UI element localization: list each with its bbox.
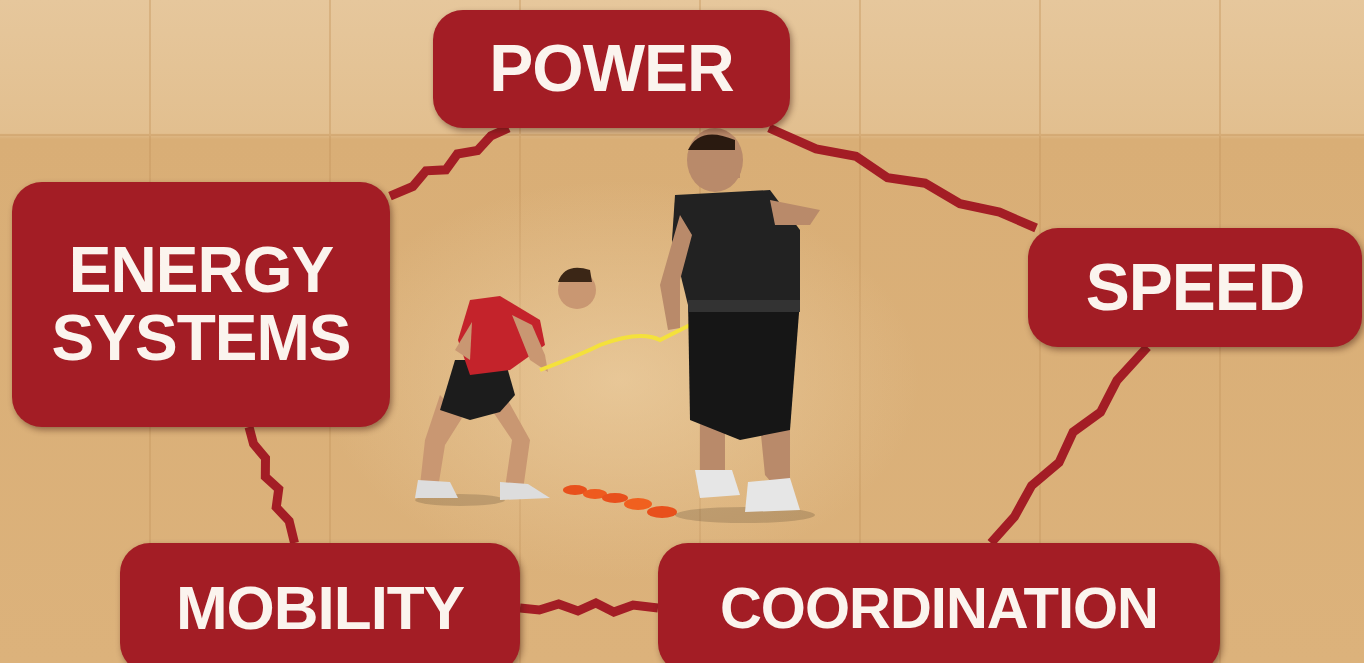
torn-connector bbox=[390, 128, 509, 196]
cones bbox=[563, 485, 677, 518]
skill-label: POWER bbox=[489, 34, 733, 103]
skill-box: SPEED bbox=[1028, 228, 1362, 347]
boy-figure bbox=[415, 268, 596, 506]
skill-label: ENERGY SYSTEMS bbox=[26, 237, 376, 371]
torn-connector bbox=[991, 347, 1148, 543]
skill-label: COORDINATION bbox=[720, 578, 1158, 639]
highlight bbox=[320, 180, 920, 580]
flag-ribbon bbox=[540, 325, 690, 370]
torn-connector bbox=[520, 603, 658, 612]
skill-box: POWER bbox=[433, 10, 790, 128]
torn-connector bbox=[249, 427, 294, 543]
skill-box: ENERGY SYSTEMS bbox=[12, 182, 390, 427]
torn-connector bbox=[769, 128, 1036, 228]
skill-box: MOBILITY bbox=[120, 543, 520, 663]
skill-label: MOBILITY bbox=[176, 575, 464, 640]
coach-figure bbox=[660, 128, 820, 523]
skill-label: SPEED bbox=[1086, 253, 1305, 322]
skill-box: COORDINATION bbox=[658, 543, 1220, 663]
